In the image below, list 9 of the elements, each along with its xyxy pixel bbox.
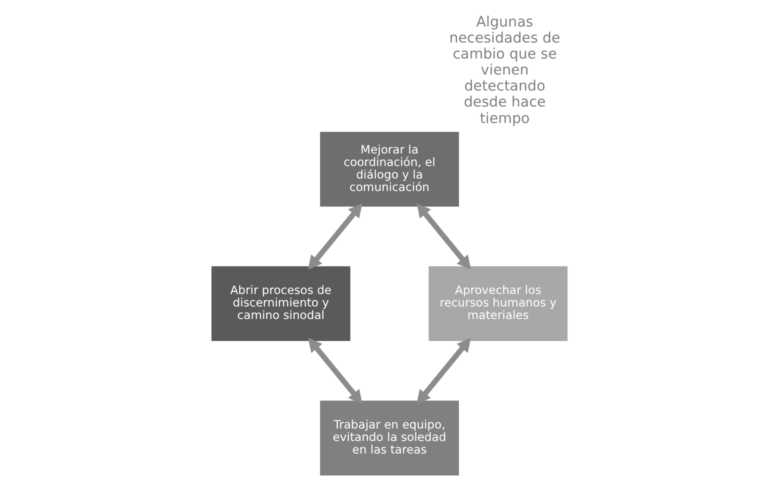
- arrow: [416, 203, 471, 270]
- diagram-title: Algunas necesidades de cambio que se vienen detectando desde hace tiempo: [448, 14, 560, 127]
- arrow: [416, 338, 470, 404]
- node-box: Trabajar en equipo, evitando la soledad en las tareas: [318, 398, 460, 478]
- node-box: Aprovechar los recursos humanos y materiales: [426, 264, 569, 343]
- arrow: [307, 203, 362, 270]
- arrow: [308, 338, 362, 404]
- node-box: Abrir procesos de discernimiento y camino sinodal: [209, 264, 352, 343]
- node-box: Mejorar la coordinación, el diálogo y la comunicación: [318, 130, 460, 208]
